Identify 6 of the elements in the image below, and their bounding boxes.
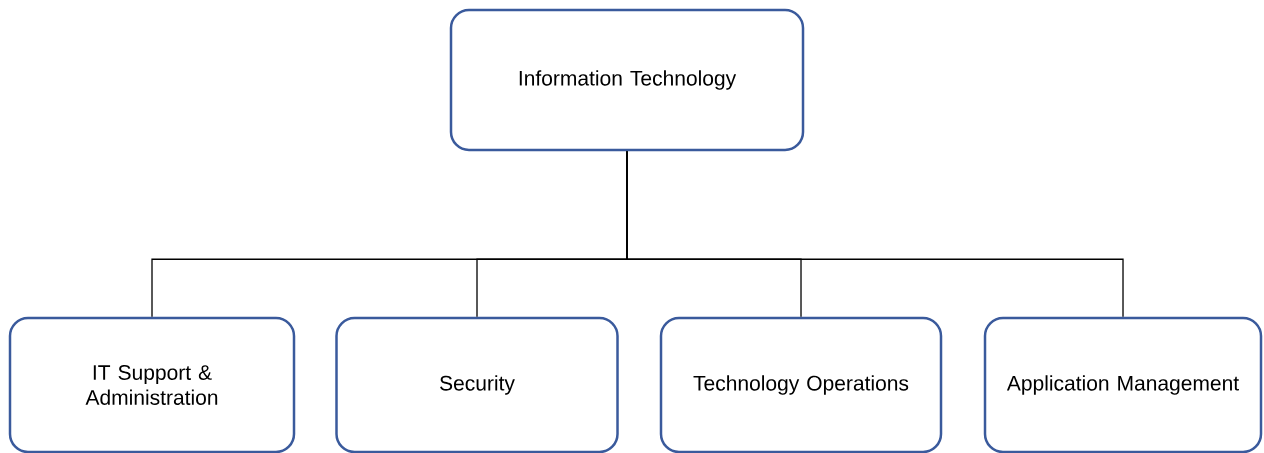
org-box: Information Technology: [449, 8, 805, 152]
org-box: Security: [335, 316, 619, 453]
org-box: Application Management: [983, 316, 1263, 453]
org-box: Technology Operations: [659, 316, 943, 453]
connector-line: [626, 150, 1124, 318]
org-box: IT Support & Administration: [8, 316, 296, 453]
